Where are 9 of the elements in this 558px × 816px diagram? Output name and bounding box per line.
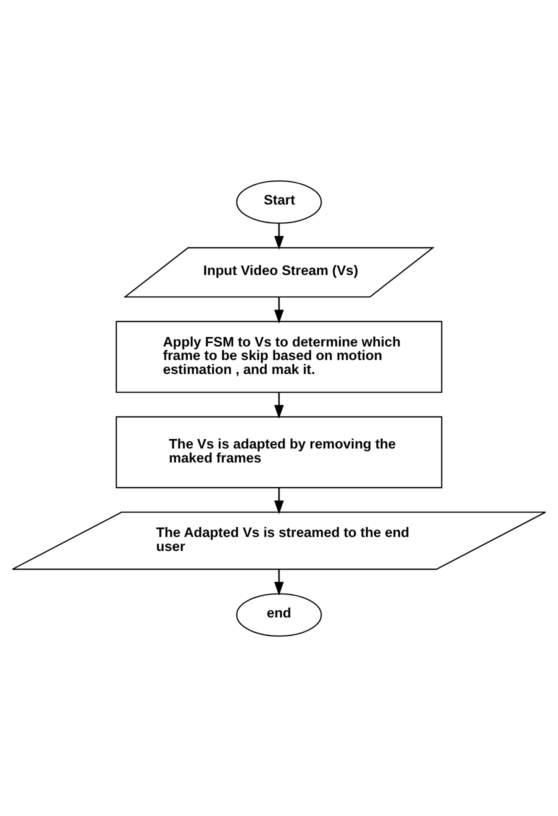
arrow	[274, 223, 284, 250]
arrow	[274, 296, 284, 324]
node-box: The Vs is adapted by removing the maked frames	[116, 416, 442, 488]
arrow	[274, 487, 284, 514]
arrow	[274, 392, 284, 418]
node-ellipse: Start	[236, 180, 322, 224]
arrow	[274, 568, 284, 596]
node-ellipse: end	[236, 592, 322, 636]
node-box: Apply FSM to Vs to determine which frame to be skip based on motion estimation , and mak it.	[116, 320, 442, 392]
